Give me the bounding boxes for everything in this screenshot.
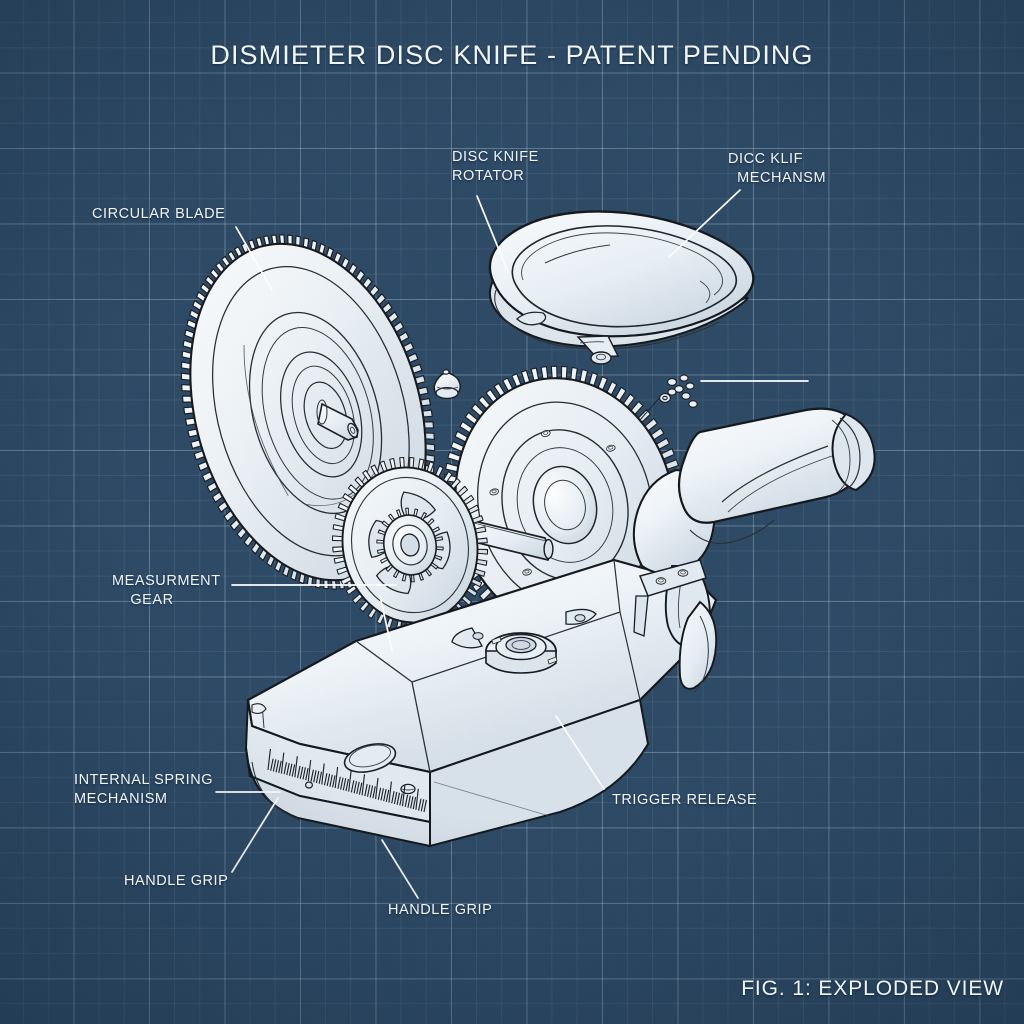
- callout-measurment-gear: MEASURMENT GEAR: [112, 573, 221, 608]
- leader-lines: [215, 189, 809, 899]
- leader-handle-grip-left: [231, 797, 279, 873]
- callout-disc-knife-rotator: DISC KNIFE ROTATOR: [452, 149, 539, 184]
- measurement-scale-ticks: [267, 748, 427, 813]
- leader-circular-blade: [235, 226, 273, 291]
- tool-body-housing: [244, 558, 718, 848]
- leader-dicc-klif: [668, 189, 741, 258]
- callout-handle-grip-left: HANDLE GRIP: [124, 873, 229, 889]
- leader-handle-grip-center: [381, 839, 419, 899]
- leader-disc-knife-rotator: [476, 195, 509, 273]
- deck-boss-turret: [451, 608, 597, 674]
- figure-caption: FIG. 1: EXPLODED VIEW: [741, 977, 1004, 1000]
- handle-grip-part: [632, 407, 876, 693]
- leader-trigger-release: [555, 715, 605, 790]
- measurement-gear-part: [331, 456, 489, 634]
- disc-knife-cover-housing: [488, 210, 755, 365]
- scale-index-mark: [305, 781, 314, 789]
- callout-trigger-release: TRIGGER RELEASE: [612, 792, 758, 808]
- blade-arbor-shaft: [316, 399, 359, 441]
- callout-circular-blade: CIRCULAR BLADE: [92, 206, 226, 222]
- sheet-title: DISMIETER DISC KNIFE - PATENT PENDING: [210, 40, 814, 70]
- callout-dicc-klif-mechansm: DICC KLIF MECHANSM: [728, 151, 827, 186]
- leader-measurment-gear-2: [379, 595, 393, 651]
- callout-handle-grip-center: HANDLE GRIP: [388, 902, 493, 918]
- fastener-cluster: [639, 374, 698, 421]
- spindle-cap-part: [433, 369, 461, 400]
- callout-internal-spring-mechanism: INTERNAL SPRING MECHANISM: [74, 772, 214, 807]
